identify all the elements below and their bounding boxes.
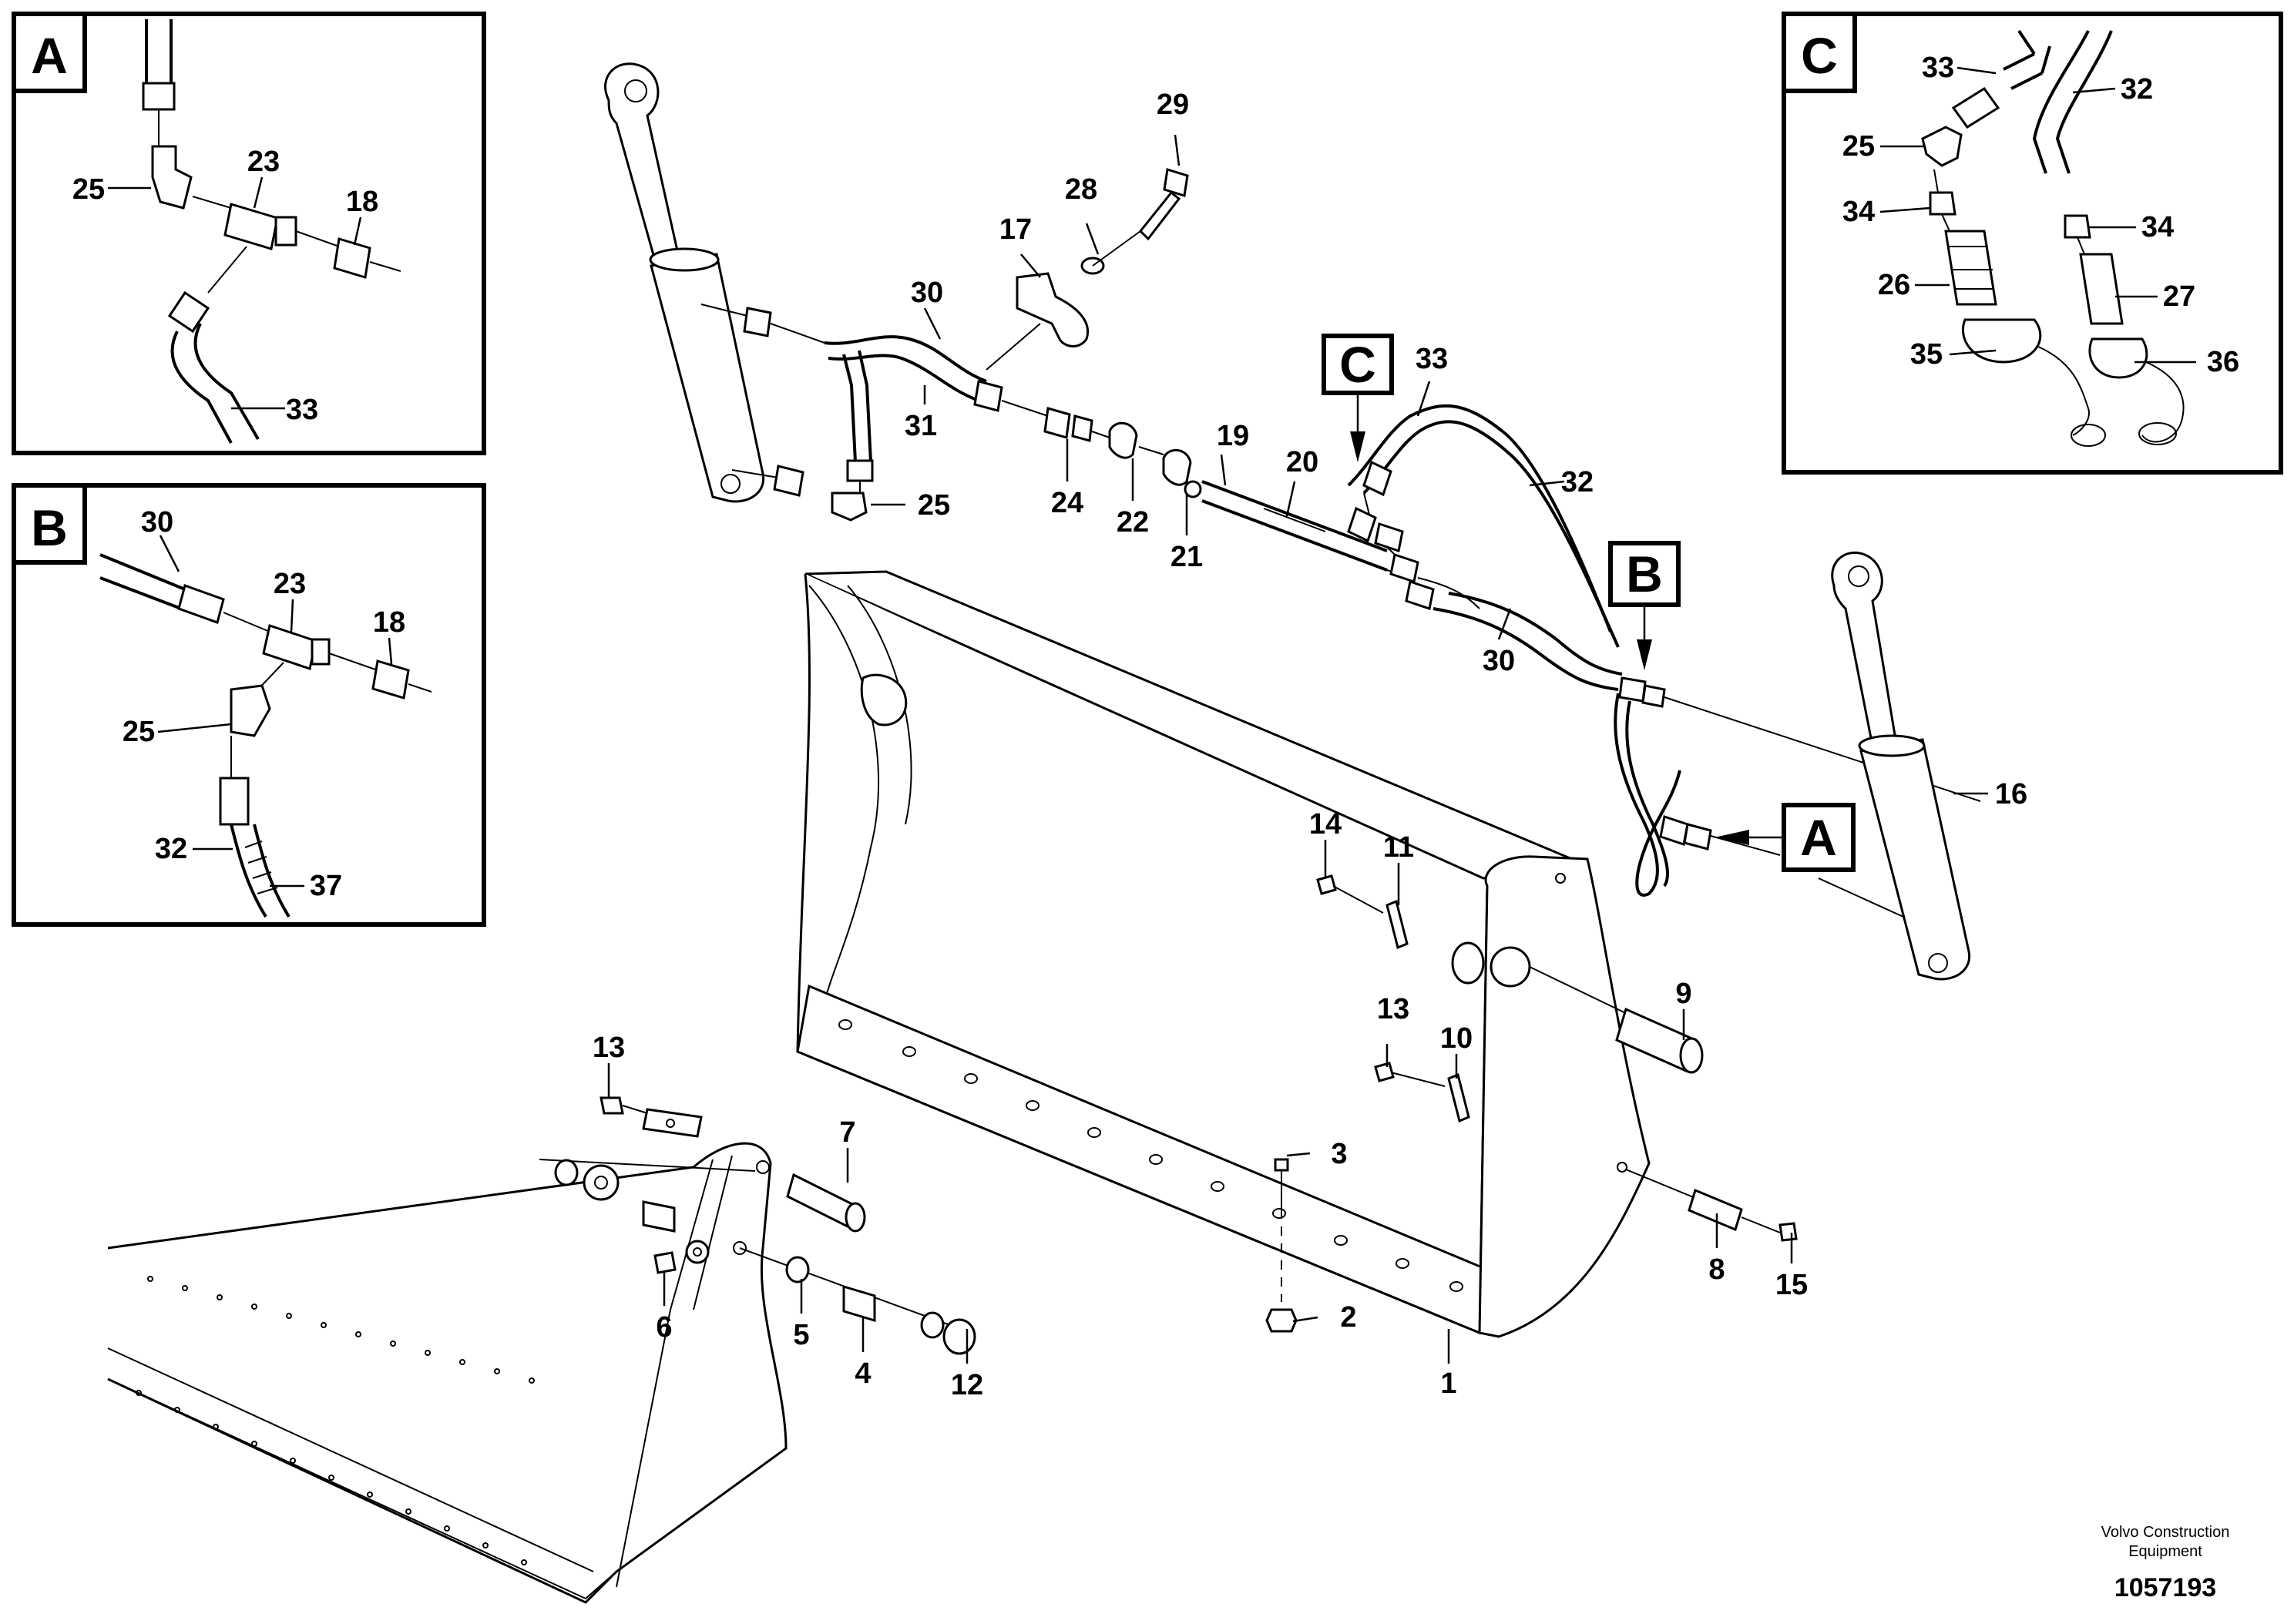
callout-5: 5: [793, 1319, 809, 1351]
callout-15: 15: [1775, 1269, 1808, 1301]
panel-c-label-27: 27: [2163, 280, 2195, 313]
detail-panel-a: A 25 23 18 33: [12, 12, 486, 455]
panel-b-label-37: 37: [310, 870, 342, 902]
callout-13-left: 13: [593, 1032, 625, 1064]
footer-company-line1: Volvo Construction: [2101, 1524, 2230, 1541]
callout-24: 24: [1051, 487, 1083, 519]
panel-c-label-35: 35: [1910, 338, 1943, 371]
callout-30-lower: 30: [1483, 645, 1515, 677]
callout-8: 8: [1708, 1253, 1725, 1286]
detail-panel-c-letter: C: [1801, 27, 1838, 84]
footer: Volvo Construction Equipment 1057193: [2101, 1524, 2230, 1602]
panel-a-label-23: 23: [247, 146, 280, 178]
panel-b-label-30: 30: [141, 506, 173, 539]
bucket-right-hardware: [1265, 874, 1798, 1333]
panel-b-label-23: 23: [274, 568, 306, 600]
callout-leaders: [607, 134, 1988, 1364]
panel-c-label-33: 33: [1922, 52, 1954, 84]
callout-22: 22: [1117, 506, 1149, 539]
callout-2: 2: [1340, 1301, 1356, 1334]
detail-panel-b: B 30 23 18 25 32 37: [12, 483, 486, 927]
right-hydraulic-cylinder: [1818, 551, 1971, 981]
callout-19: 19: [1217, 420, 1249, 452]
callout-13-right: 13: [1377, 993, 1409, 1025]
view-marker-c: C: [1322, 334, 1394, 462]
view-marker-b: B: [1608, 541, 1681, 670]
callout-numbers: 1 2 3 4 5 6 7 8 9 10 11 12 13 13 14 15 1…: [593, 89, 2027, 1401]
view-marker-c-letter: C: [1339, 336, 1376, 393]
callout-14: 14: [1309, 808, 1342, 841]
bucket-secondary: [107, 1142, 788, 1604]
panel-b-label-18: 18: [373, 606, 405, 639]
callout-28: 28: [1065, 173, 1097, 206]
callout-10: 10: [1440, 1022, 1473, 1055]
panel-c-label-26: 26: [1878, 269, 1910, 301]
panel-c-label-32: 32: [2121, 73, 2153, 106]
panel-a-label-18: 18: [346, 186, 378, 218]
callout-30-upper: 30: [911, 277, 943, 309]
left-hydraulic-cylinder: [604, 62, 765, 503]
footer-doc-number: 1057193: [2114, 1573, 2216, 1602]
callout-31: 31: [905, 410, 937, 442]
callout-16: 16: [1995, 778, 2027, 810]
panel-c-label-34-right: 34: [2141, 211, 2174, 243]
callout-12: 12: [951, 1369, 983, 1401]
callout-32: 32: [1561, 466, 1594, 498]
view-marker-b-letter: B: [1626, 545, 1663, 602]
callout-3: 3: [1331, 1138, 1347, 1170]
callout-1: 1: [1440, 1367, 1456, 1400]
bucket-secondary-hardware: [539, 1096, 976, 1355]
callout-21: 21: [1171, 541, 1203, 573]
footer-company-line2: Equipment: [2128, 1543, 2202, 1560]
panel-b-label-25: 25: [123, 716, 155, 748]
callout-4: 4: [855, 1357, 871, 1390]
upper-hose-assembly: [700, 168, 1981, 897]
callout-29: 29: [1157, 89, 1189, 121]
panel-c-label-25: 25: [1842, 130, 1875, 163]
callout-25: 25: [918, 489, 950, 522]
callout-9: 9: [1675, 978, 1691, 1010]
panel-c-label-34-left: 34: [1842, 196, 1875, 228]
panel-b-label-32: 32: [155, 833, 187, 865]
callout-6: 6: [656, 1311, 672, 1344]
callout-33: 33: [1416, 343, 1448, 375]
bucket-main: [796, 570, 1704, 1338]
callout-7: 7: [839, 1116, 855, 1149]
callout-11: 11: [1383, 831, 1414, 864]
view-marker-a-letter: A: [1800, 809, 1837, 866]
callout-17: 17: [999, 213, 1032, 246]
panel-c-label-36: 36: [2207, 346, 2239, 378]
panel-a-label-25: 25: [72, 173, 105, 206]
detail-panel-a-letter: A: [31, 27, 68, 84]
panel-a-label-33: 33: [286, 394, 318, 426]
detail-panel-b-letter: B: [31, 499, 68, 556]
view-marker-a: A: [1715, 803, 1856, 872]
callout-20: 20: [1286, 446, 1318, 478]
detail-panel-c: C 33 32: [1782, 12, 2283, 475]
